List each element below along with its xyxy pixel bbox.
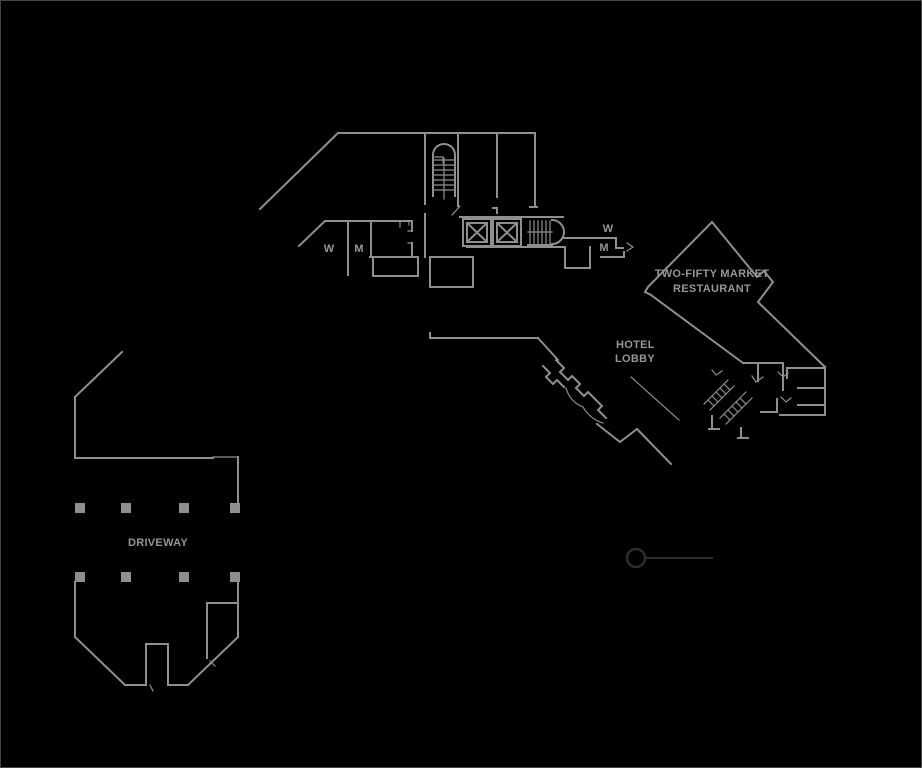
reception-desk-icon bbox=[565, 376, 680, 424]
restrooms-east-walls bbox=[562, 237, 635, 269]
restaurant-outline bbox=[643, 220, 827, 416]
driveway-outline bbox=[73, 350, 240, 692]
column-icon bbox=[75, 503, 240, 582]
womens-room-west-label: W bbox=[324, 243, 335, 255]
key-leader-symbol bbox=[625, 547, 713, 569]
restrooms-west-walls bbox=[297, 219, 474, 288]
driveway-label: DRIVEWAY bbox=[128, 537, 188, 549]
elevator-icon bbox=[492, 218, 522, 247]
elevator-icon bbox=[462, 218, 492, 247]
restaurant-label-line1: TWO-FIFTY MARKET bbox=[655, 268, 770, 280]
mens-room-west-label: M bbox=[354, 243, 363, 255]
stair-east-icon bbox=[527, 218, 565, 246]
hotel-lobby-label-line1: HOTEL bbox=[616, 339, 655, 351]
restaurant-label-line2: RESTAURANT bbox=[673, 283, 751, 295]
stair-north-icon bbox=[432, 143, 456, 200]
lobby-walls bbox=[429, 332, 680, 466]
building-upper-walls bbox=[258, 131, 538, 258]
hotel-lobby-label-line2: LOBBY bbox=[615, 353, 655, 365]
southeast-rooms-walls bbox=[777, 367, 826, 416]
escalator-icon bbox=[703, 364, 778, 439]
mens-room-east-label: M bbox=[599, 242, 608, 254]
womens-room-east-label: W bbox=[603, 223, 614, 235]
